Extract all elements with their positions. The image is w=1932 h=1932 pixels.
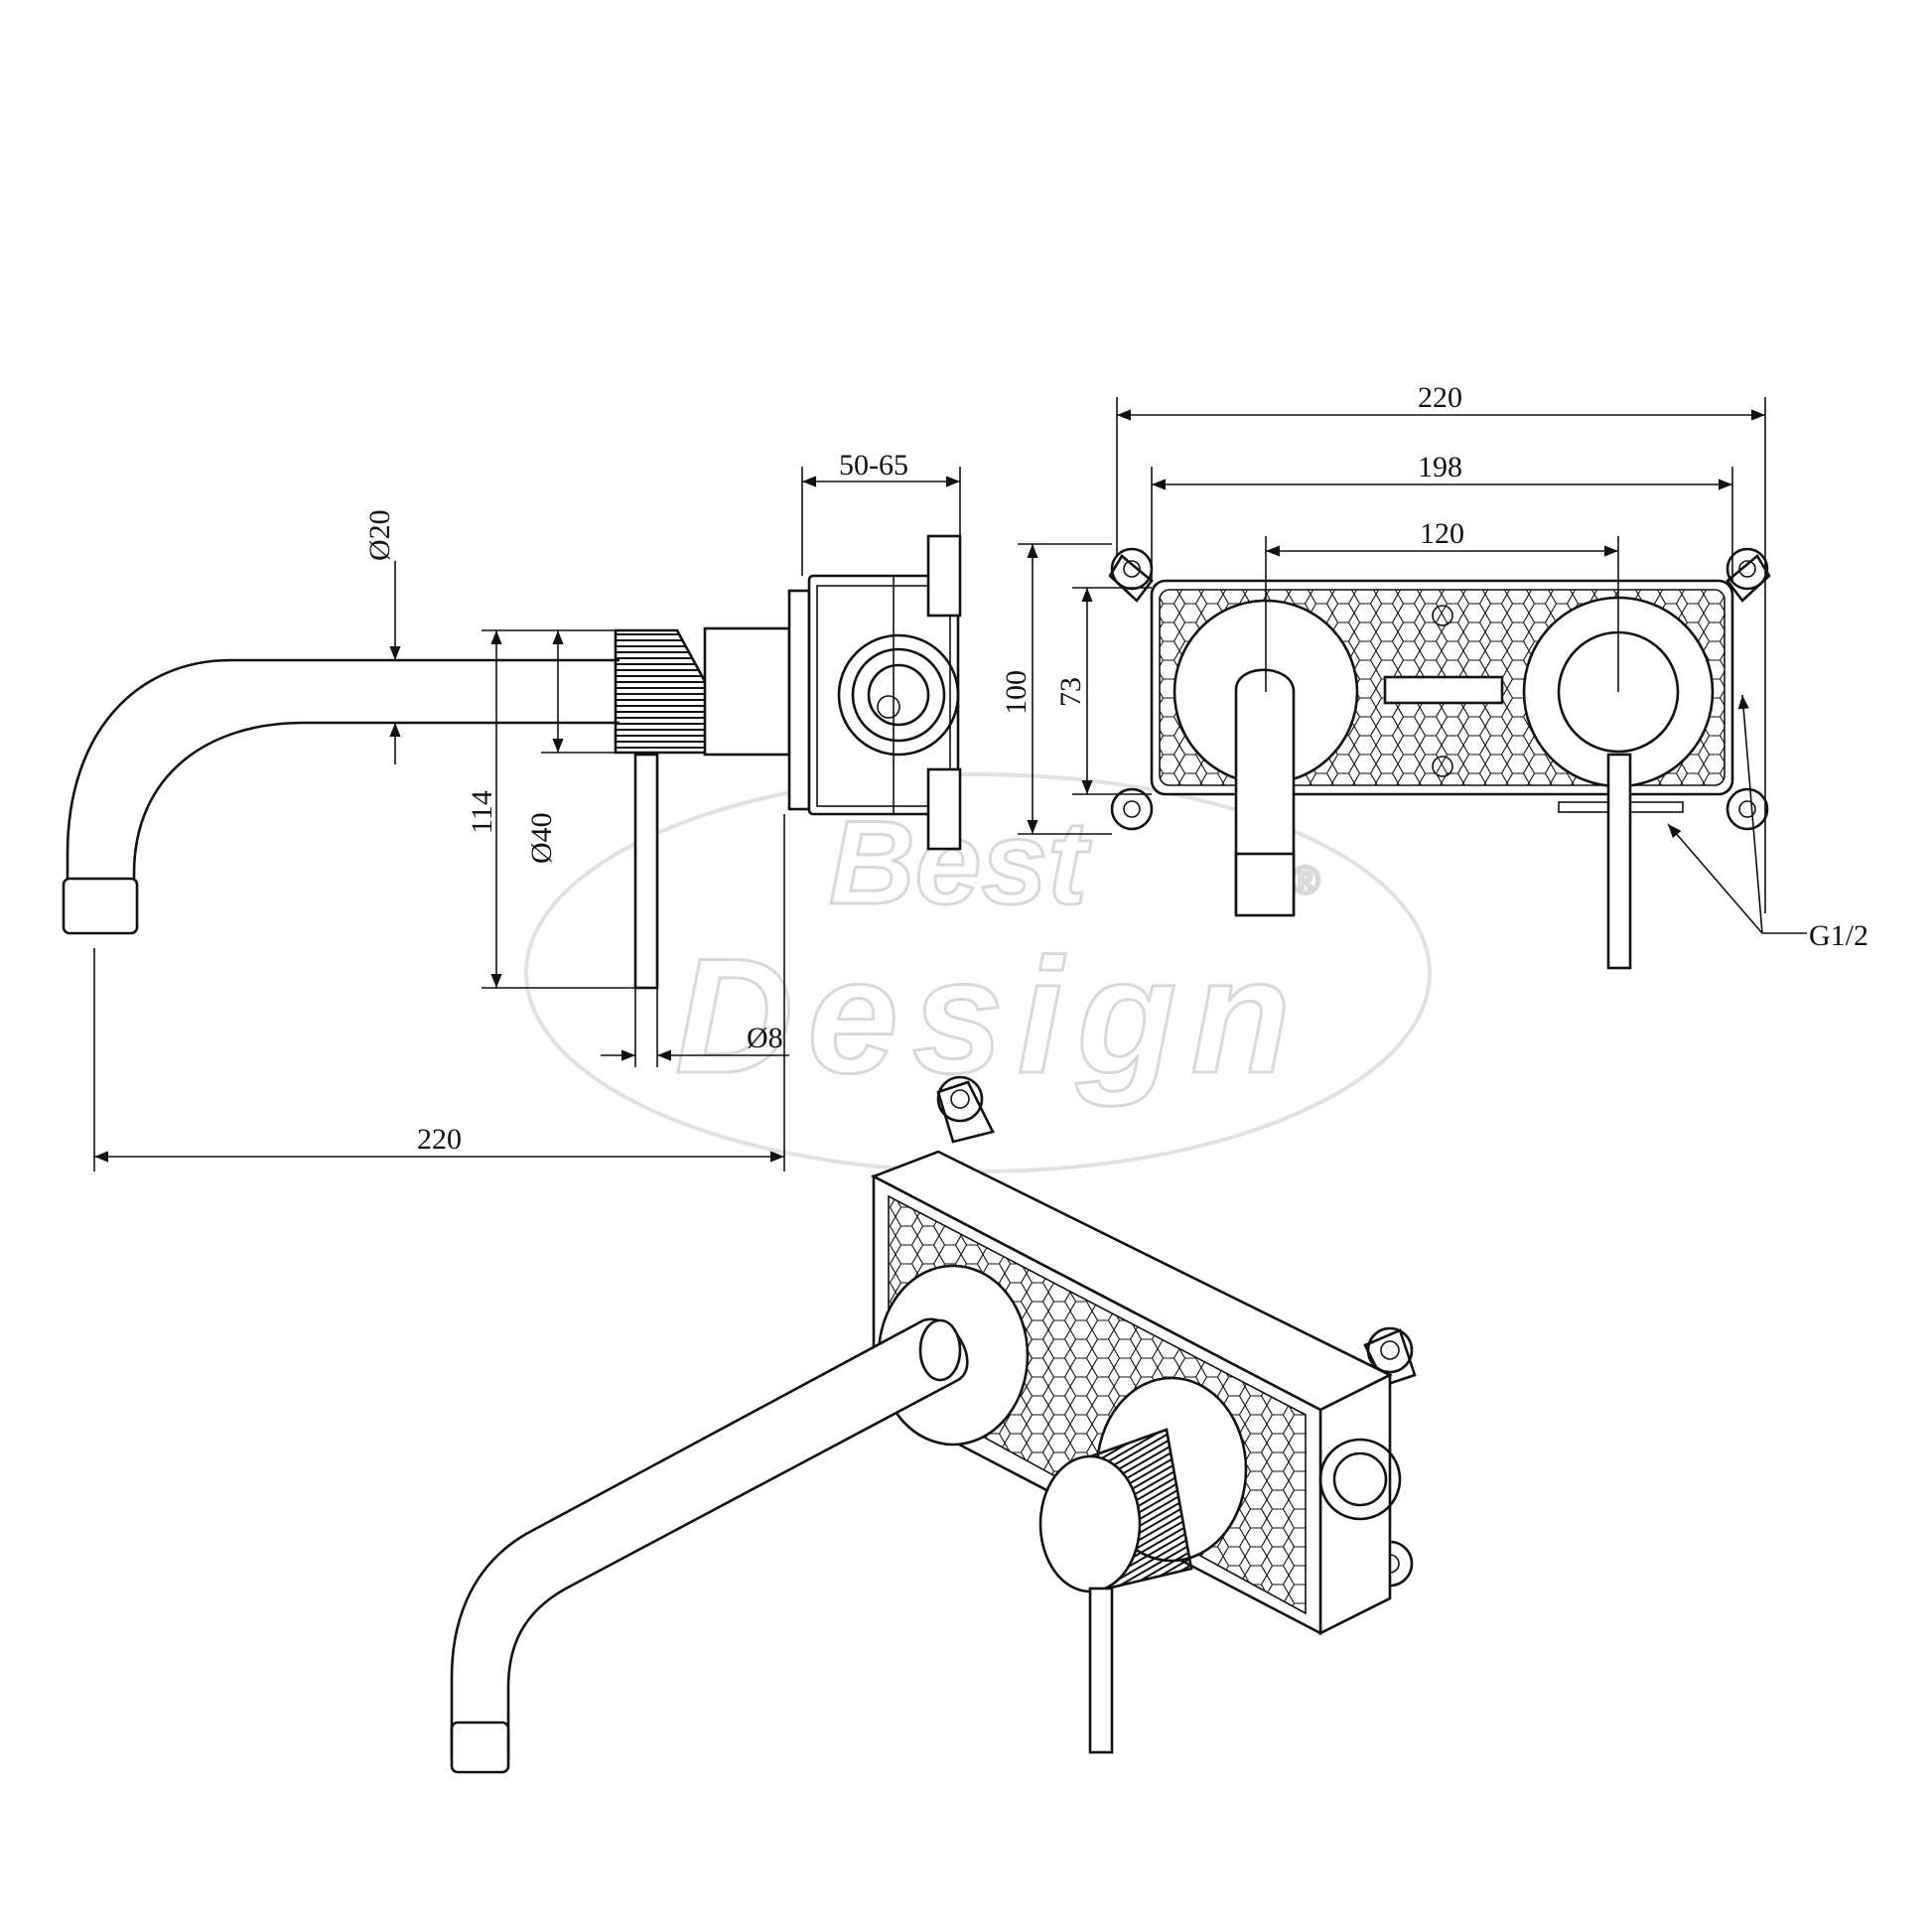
dim-handle-dia-label: Ø40 <box>525 812 558 864</box>
front-view: 220 198 120 100 73 G1/2 <box>1000 381 1868 970</box>
isometric-view <box>450 1075 1417 1774</box>
dim-spout-dia-label: Ø20 <box>363 509 396 561</box>
plate-slot <box>1383 675 1504 705</box>
box-side <box>787 589 811 811</box>
spout-outline <box>66 658 620 933</box>
inlet-ring-outer <box>837 633 960 757</box>
dim-center-label: 120 <box>1420 517 1464 550</box>
iso-spout-outlet <box>450 1721 510 1774</box>
dim-inner-height-label: 73 <box>1054 677 1087 707</box>
watermark: Best Design ® <box>524 772 1432 1173</box>
iso-spout <box>450 1317 969 1759</box>
spout-front-outlet <box>1234 852 1296 917</box>
side-view: 50-65 Ø20 Ø40 114 Ø8 220 <box>62 449 962 1172</box>
dim-depth-label: 50-65 <box>839 449 908 482</box>
handle-knurl <box>614 628 709 755</box>
dim-inner-width-label: 198 <box>1418 451 1462 483</box>
iso-handle-face <box>1038 1454 1142 1593</box>
mounting-lugs <box>1108 547 1771 831</box>
iso-inlet <box>1318 1438 1402 1521</box>
dim-projection-label: 220 <box>417 1123 462 1156</box>
lever <box>633 753 659 990</box>
spout-outlet <box>62 877 139 935</box>
dim-height-label: 114 <box>466 790 498 834</box>
dim-lever-dia-label: Ø8 <box>747 1022 783 1054</box>
dim-plate-width-label: 220 <box>1418 381 1462 414</box>
lever-front <box>1606 753 1632 970</box>
box-bracket-top <box>926 534 962 618</box>
dim-connection-label: G1/2 <box>1809 919 1868 952</box>
box-bracket-bottom <box>926 767 962 851</box>
iso-lever <box>1088 1587 1114 1754</box>
watermark-line2: Design <box>675 924 1305 1107</box>
handle-body <box>703 626 791 757</box>
dim-plate-height-label: 100 <box>1000 670 1033 715</box>
watermark-mark: ® <box>1291 859 1319 902</box>
